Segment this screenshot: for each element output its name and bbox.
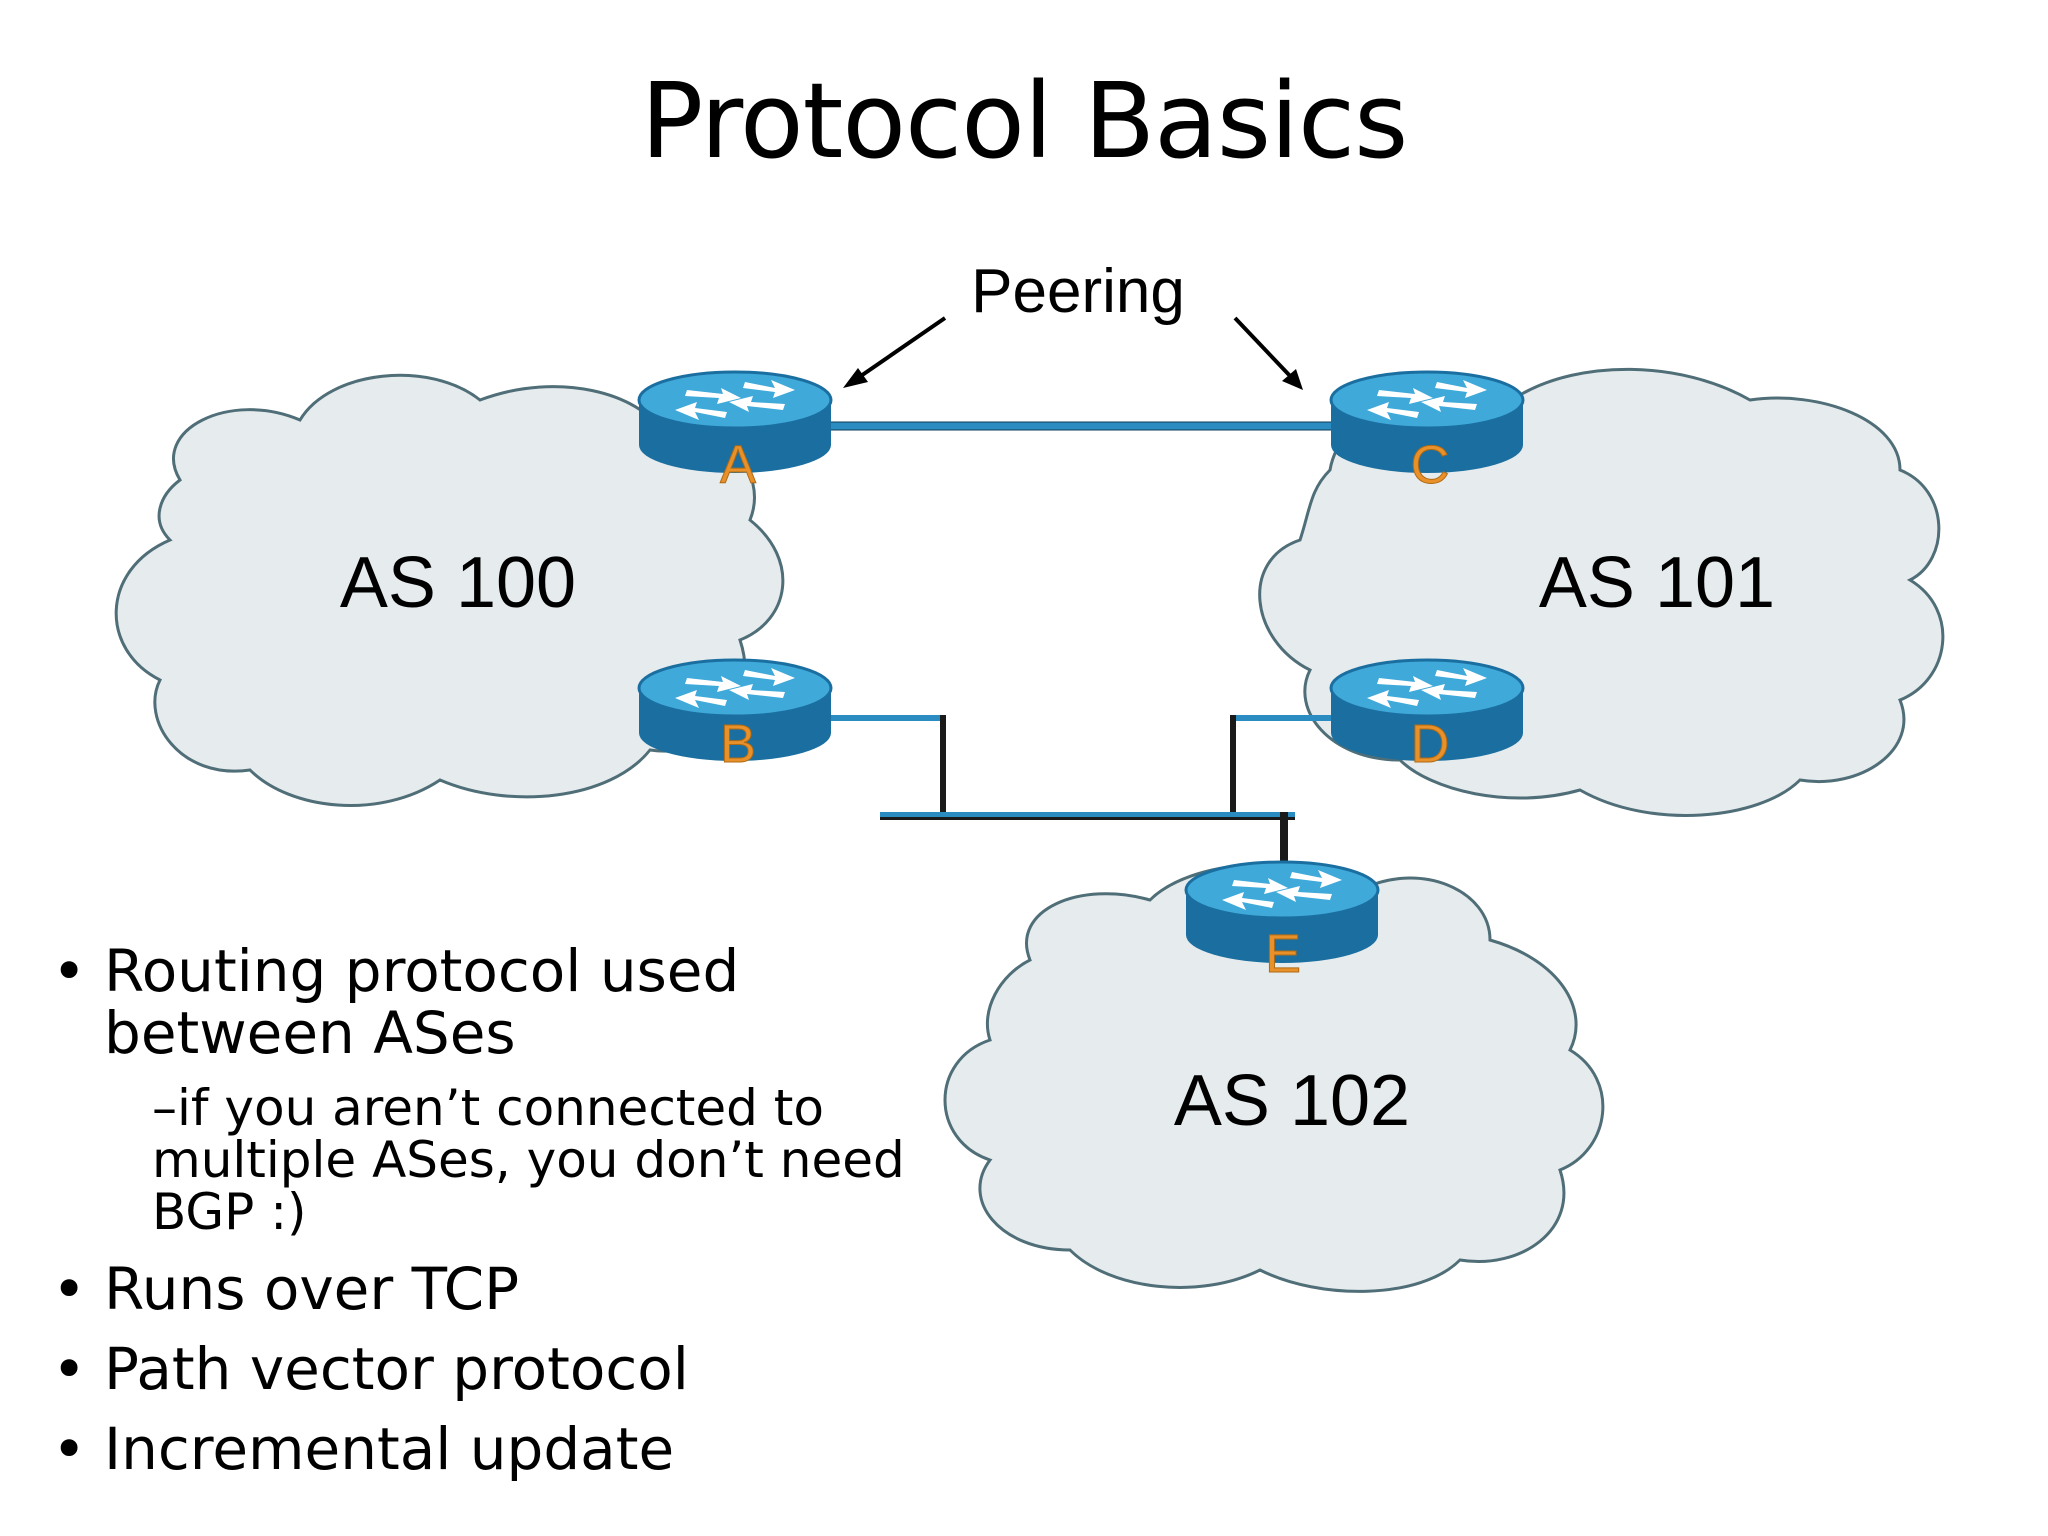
sub-bullet-text: –if you aren’t connected to multiple ASe… [152, 1079, 905, 1241]
bullet-item: • Incremental update [52, 1418, 952, 1480]
router-label-a: A [720, 435, 756, 495]
bullet-item: • Runs over TCP [52, 1258, 952, 1320]
link-b-segment [830, 715, 946, 815]
bullet-text: Incremental update [104, 1415, 675, 1483]
router-label-d: D [1411, 714, 1450, 774]
bullet-dot: • [52, 1415, 87, 1483]
cloud-label-as100: AS 100 [340, 543, 576, 623]
bullet-dot: • [52, 1335, 87, 1403]
slide-title: Protocol Basics [640, 60, 1409, 182]
bullet-list: • Routing protocol used between ASes –if… [52, 940, 952, 1498]
bullet-item: • Routing protocol used between ASes [52, 940, 952, 1064]
link-e-segment [1280, 812, 1288, 880]
bullet-item: • Path vector protocol [52, 1338, 952, 1400]
router-label-b: B [720, 714, 756, 774]
peering-label: Peering [971, 257, 1185, 326]
peering-arrow-left [843, 316, 947, 388]
bullet-text: Routing protocol used between ASes [104, 937, 740, 1067]
bullet-dot: • [52, 1255, 87, 1323]
cloud-label-as102: AS 102 [1174, 1061, 1410, 1141]
bullet-text: Runs over TCP [104, 1255, 520, 1323]
bullet-dot: • [52, 937, 87, 1005]
bullet-text: Path vector protocol [104, 1335, 689, 1403]
router-label-e: E [1265, 924, 1301, 984]
router-label-c: C [1411, 435, 1450, 495]
sub-bullet-item: –if you aren’t connected to multiple ASe… [52, 1082, 952, 1238]
cloud-label-as101: AS 101 [1539, 543, 1775, 623]
peering-arrow-right [1233, 316, 1303, 390]
link-d-segment [1230, 715, 1336, 815]
shared-segment [880, 812, 1295, 820]
link-a-c [829, 421, 1336, 431]
